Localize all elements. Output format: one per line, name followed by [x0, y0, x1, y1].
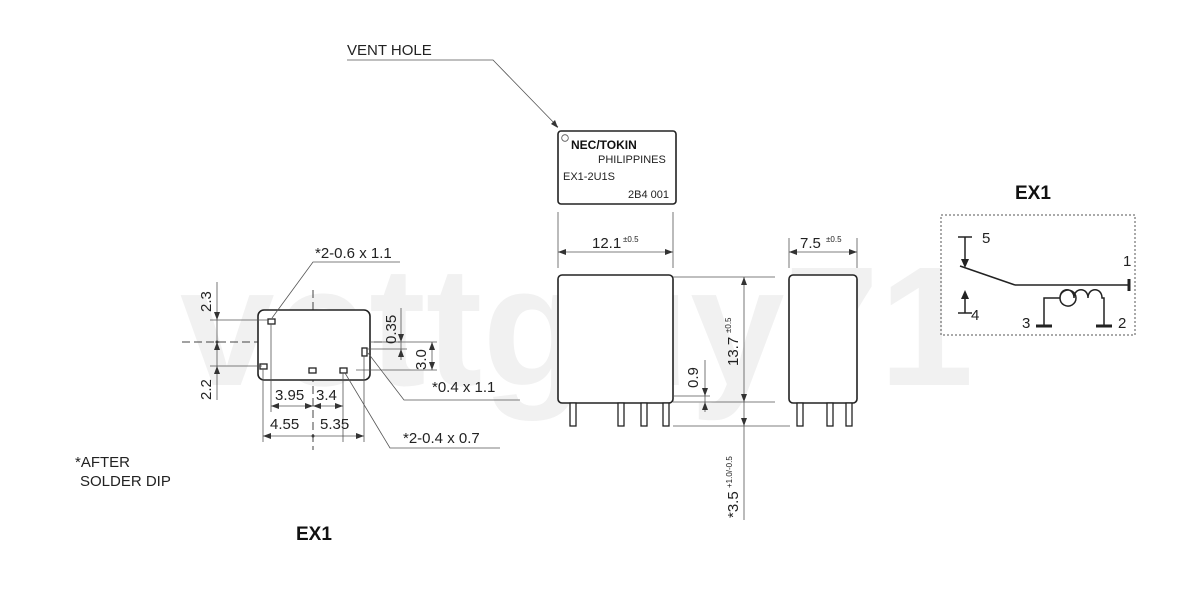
logo-text: NEC/TOKIN	[571, 138, 637, 152]
hole-b-callout: *0.4 x 1.1	[432, 379, 495, 396]
relay-top-outline	[557, 130, 677, 205]
height-dimensions: 13.7 ±0.5 0.9 *3.5 +1.0/-0.5	[673, 276, 790, 520]
standoff-value: 0.9	[685, 367, 702, 388]
vent-hole-mark	[561, 134, 569, 142]
side-view: 7.5 ±0.5	[788, 235, 858, 427]
dim-3-0: 3.0	[413, 349, 430, 370]
schematic-title: EX1	[1015, 183, 1051, 204]
armature	[959, 265, 1016, 286]
pin-3-label: 3	[1022, 315, 1030, 332]
width-value: 12.1	[592, 235, 621, 252]
width-tolerance: ±0.5	[623, 235, 639, 244]
hole-b-leader	[367, 352, 520, 401]
hole-c-leader	[344, 372, 500, 449]
pin-1-label: 1	[1123, 253, 1131, 270]
front-pin	[569, 402, 577, 427]
dim-0-35: 0.35	[383, 315, 400, 344]
hole-c-callout: *2-0.4 x 0.7	[403, 430, 480, 447]
hole-a-callout: *2-0.6 x 1.1	[315, 245, 392, 262]
front-body	[557, 274, 674, 404]
pin-2-label: 2	[1118, 315, 1126, 332]
depth-value: 7.5	[800, 235, 821, 252]
front-view: 12.1 ±0.5	[557, 212, 674, 427]
pin-4-label: 4	[971, 307, 979, 324]
common-pin-hole	[361, 347, 368, 357]
footprint-view: 2.3 2.2 0.35 3.0 3.95 3.4 4.55 5.35	[75, 245, 520, 545]
depth-tolerance: ±0.5	[826, 235, 842, 244]
dim-3-4: 3.4	[316, 387, 337, 404]
height-tolerance: ±0.5	[724, 317, 733, 333]
contact-pin-hole	[308, 367, 317, 374]
coil-pin-hole	[267, 318, 276, 325]
vent-hole-arrowhead	[551, 120, 558, 128]
pin-length-tolerance: +1.0/-0.5	[725, 456, 734, 488]
solder-note-line2: SOLDER DIP	[80, 473, 171, 490]
side-body	[788, 274, 858, 404]
front-pin	[662, 402, 670, 427]
footprint-outline	[257, 309, 371, 381]
side-pin	[845, 402, 853, 427]
side-pin	[796, 402, 804, 427]
contact-pin-hole	[339, 367, 348, 374]
dim-3-95: 3.95	[275, 387, 304, 404]
height-value: 13.7	[725, 337, 742, 366]
dim-4-55: 4.55	[270, 416, 299, 433]
schematic-frame	[940, 214, 1136, 336]
pin-5-label: 5	[982, 230, 990, 247]
coil-symbol	[1043, 289, 1105, 326]
front-pin	[617, 402, 625, 427]
solder-note-line1: *AFTER	[75, 454, 130, 471]
maker-line: PHILIPPINES	[598, 154, 666, 166]
dim-2-3: 2.3	[198, 291, 215, 312]
coil-pin-hole	[259, 363, 268, 370]
part-number: EX1-2U1S	[563, 171, 615, 183]
vent-hole-leader	[347, 59, 559, 128]
front-pin	[640, 402, 648, 427]
schematic: EX1 5 1 4 3 2	[940, 183, 1136, 336]
lot-code: 2B4 001	[628, 189, 669, 201]
dim-5-35: 5.35	[320, 416, 349, 433]
pin-length-value: *3.5	[725, 491, 742, 518]
hole-a-leader	[271, 261, 400, 319]
top-view: VENT HOLE NEC/TOKIN PHILIPPINES EX1-2U1S…	[347, 42, 677, 205]
footprint-title: EX1	[296, 524, 332, 545]
side-pin	[826, 402, 834, 427]
vent-hole-label: VENT HOLE	[347, 42, 432, 59]
dim-2-2: 2.2	[198, 379, 215, 400]
